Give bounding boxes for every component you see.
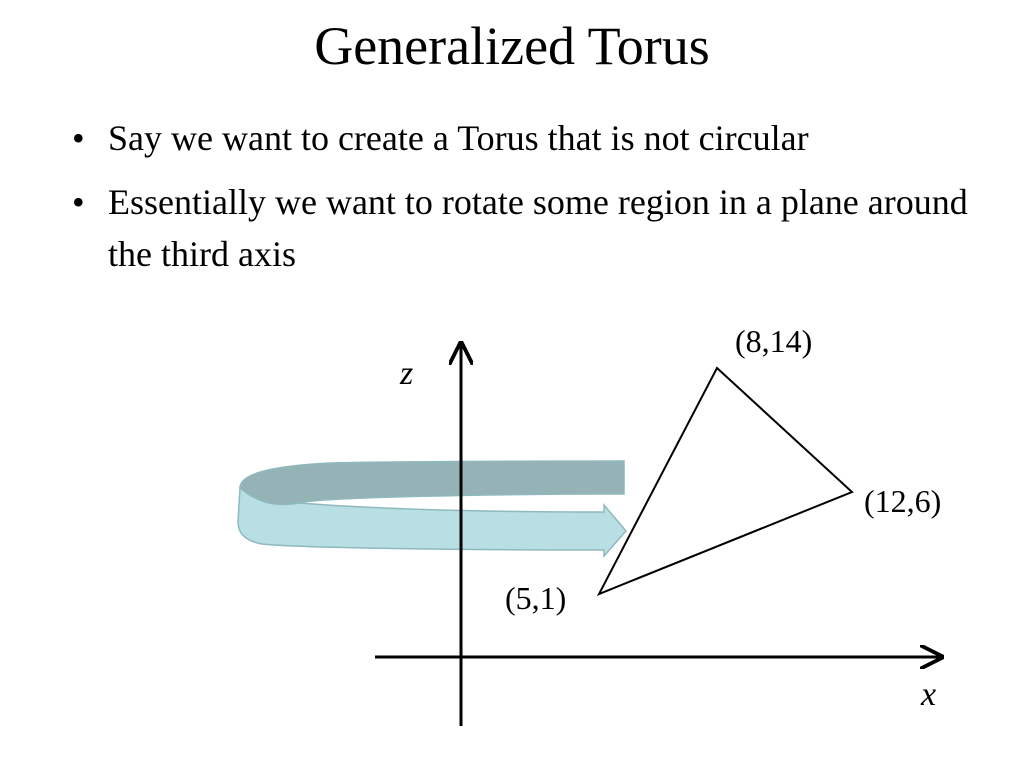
- vertex-label-right: (12,6): [864, 483, 941, 519]
- vertex-label-top: (8,14): [735, 323, 812, 359]
- slide-title: Generalized Torus: [314, 16, 710, 76]
- bullet-dot-icon: •: [72, 118, 85, 158]
- bullet-text: Essentially we want to rotate some regio…: [108, 182, 968, 274]
- z-axis-label: z: [399, 355, 413, 392]
- bullet-list: • Say we want to create a Torus that is …: [72, 112, 972, 292]
- bullet-item: • Say we want to create a Torus that is …: [72, 112, 972, 164]
- x-axis-label: x: [920, 676, 936, 713]
- bullet-item: • Essentially we want to rotate some reg…: [72, 176, 972, 280]
- rotation-arrow-front: [237, 486, 627, 558]
- rotation-arrow-back: [239, 460, 625, 506]
- vertex-label-left: (5,1): [505, 580, 566, 616]
- triangle-region: [596, 366, 854, 596]
- bullet-dot-icon: •: [72, 182, 85, 222]
- bullet-text: Say we want to create a Torus that is no…: [108, 118, 809, 158]
